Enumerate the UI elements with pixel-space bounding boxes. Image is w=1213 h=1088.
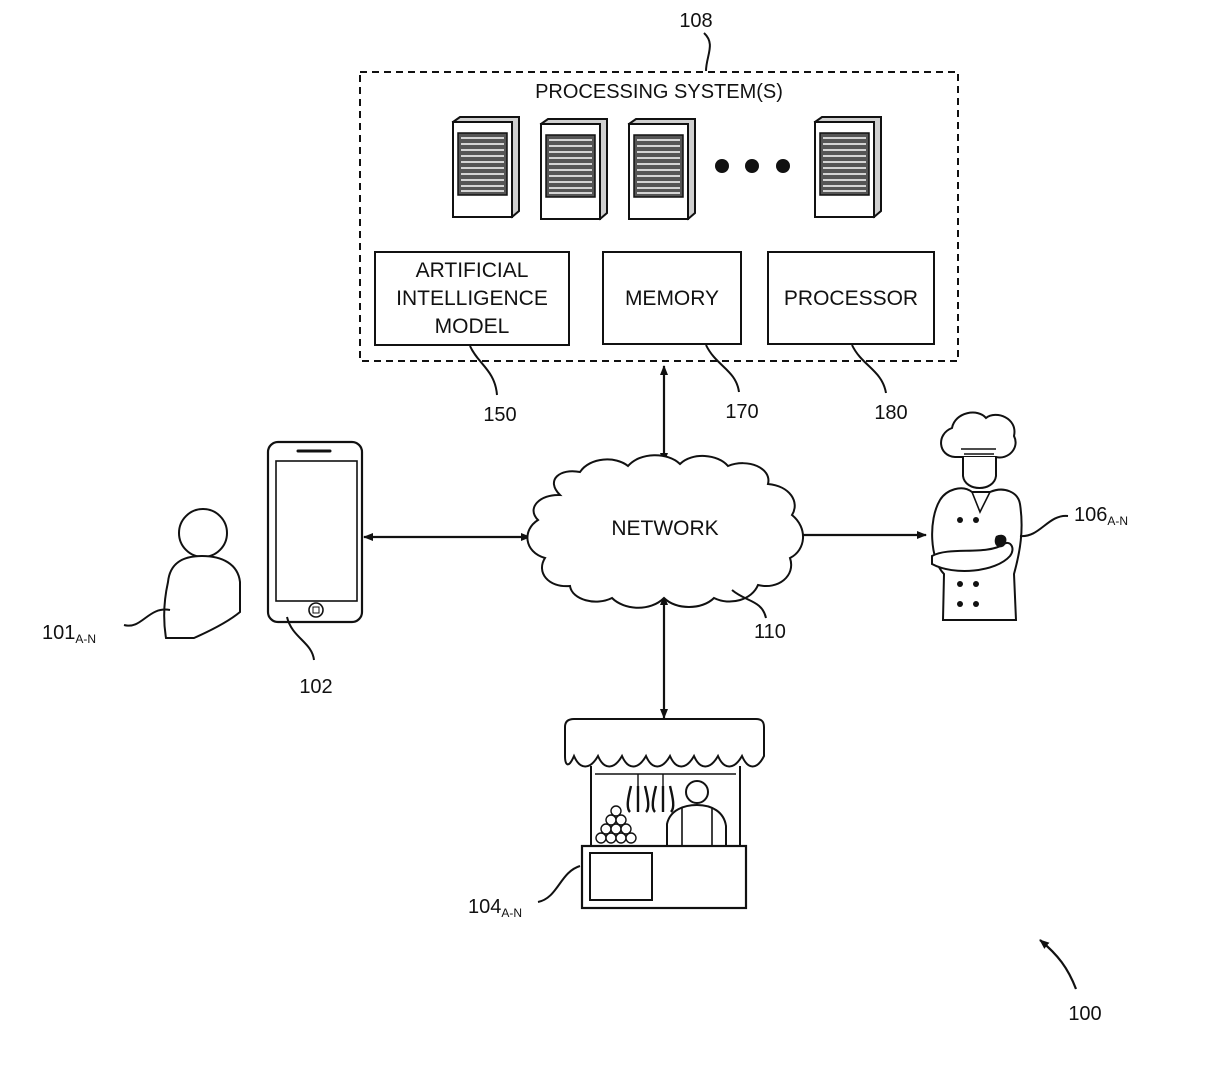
processing-system-leader — [704, 33, 710, 71]
ai-model-leader — [470, 346, 497, 395]
system-ref: 100 — [1068, 1003, 1101, 1025]
device-ref: 102 — [299, 676, 332, 698]
ellipsis-icon — [715, 159, 790, 173]
processor-label: PROCESSOR — [784, 287, 918, 310]
processing-system-ref: 108 — [679, 10, 712, 32]
ai-model-ref: 150 — [483, 404, 516, 426]
processing-system-title: PROCESSING SYSTEM(S) — [535, 81, 783, 103]
ai-model-line-1: ARTIFICIAL — [416, 259, 529, 282]
memory-ref: 170 — [725, 401, 758, 423]
chef-leader — [1020, 516, 1068, 536]
chef-ref: 106A-N — [1074, 504, 1128, 528]
chef-ref-number: 106 — [1074, 504, 1107, 526]
server-icon — [629, 119, 695, 219]
user-ref-subscript: A-N — [75, 632, 96, 646]
memory-label: MEMORY — [625, 287, 719, 310]
ai-model-line-2: INTELLIGENCE — [396, 287, 548, 310]
user-ref-number: 101 — [42, 622, 75, 644]
vendor-ref-number: 104 — [468, 896, 501, 918]
vendor-leader — [538, 866, 580, 902]
ai-model-line-3: MODEL — [435, 315, 510, 338]
server-icon — [453, 117, 519, 217]
server-icon — [815, 117, 881, 217]
vendor-ref: 104A-N — [468, 896, 522, 920]
device-leader — [287, 617, 314, 660]
market-stall-icon — [565, 719, 764, 908]
memory-leader — [706, 345, 739, 392]
user-leader — [124, 610, 170, 626]
processor-ref: 180 — [874, 402, 907, 424]
smartphone-icon — [268, 442, 362, 622]
network-label: NETWORK — [611, 517, 718, 540]
chef-icon — [932, 413, 1022, 620]
chef-ref-subscript: A-N — [1107, 514, 1128, 528]
user-ref: 101A-N — [42, 622, 96, 646]
server-icon — [541, 119, 607, 219]
network-ref: 110 — [754, 621, 786, 643]
vendor-ref-subscript: A-N — [501, 906, 522, 920]
user-icon — [164, 509, 240, 638]
processor-leader — [852, 345, 886, 393]
processing-system-group: PROCESSING SYSTEM(S) 108 ARTIFICIAL INTE… — [360, 10, 958, 361]
system-arrow — [1040, 940, 1076, 989]
